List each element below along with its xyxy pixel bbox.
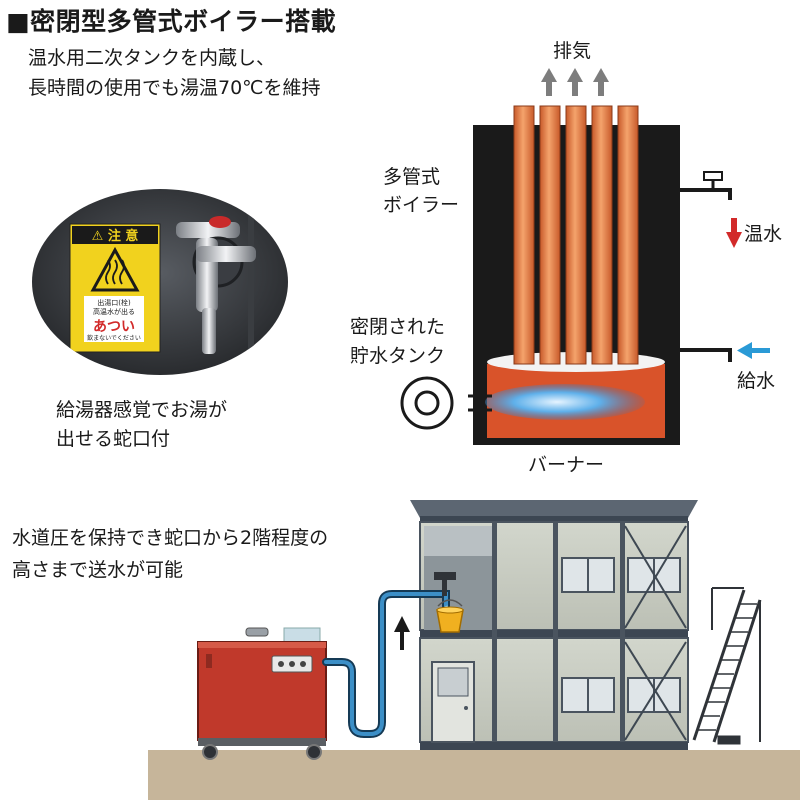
feed-water-pipe	[680, 348, 732, 362]
faucet-caption-1: 給湯器感覚でお湯が	[56, 399, 228, 421]
faucet-icon	[176, 216, 256, 354]
exhaust-arrow-icon	[541, 68, 557, 96]
wheel-icon	[202, 744, 218, 760]
feed-water-arrow-icon	[737, 342, 770, 359]
sticker-line-1: 出湯口	[97, 298, 118, 307]
exhaust-arrow-icon	[567, 68, 583, 96]
boiler-tubes	[513, 105, 639, 365]
supply-scene	[148, 500, 800, 800]
ground	[148, 750, 800, 800]
faucet-caption-2: 出せる蛇口付	[56, 428, 171, 450]
intro-line-2: 長時間の使用でも湯温70℃を維持	[28, 77, 321, 99]
feed-water-label: 給水	[737, 370, 776, 392]
sticker-hot-text: あつい	[93, 319, 135, 335]
svg-text:出湯口(栓): 出湯口(栓)	[97, 298, 131, 307]
hot-water-label: 温水	[744, 223, 783, 245]
hot-water-pipe	[680, 188, 732, 200]
page-title: ■密閉型多管式ボイラー搭載	[6, 7, 337, 36]
sticker-line-3: 飲まないでください	[87, 334, 141, 342]
caution-header: ⚠ 注 意	[92, 228, 139, 244]
intro-line-1: 温水用二次タンクを内蔵し、	[28, 47, 276, 69]
prefab-building	[410, 500, 698, 750]
caution-sticker: ⚠ 注 意 出湯口(栓) 高温水が出る あつい 飲まないでください	[69, 223, 161, 353]
water-heater-unit	[197, 627, 327, 760]
multitube-boiler-label-2: ボイラー	[383, 194, 460, 216]
supply-caption-2: 高さまで送水が可能	[12, 559, 184, 581]
sticker-tag: (栓)	[118, 298, 131, 307]
hot-water-arrow-icon	[726, 218, 742, 248]
upward-flow-arrow-icon	[394, 616, 410, 650]
sealed-tank-label-1: 密閉された	[350, 316, 446, 338]
outdoor-stairs	[692, 587, 762, 745]
multitube-boiler-label-1: 多管式	[383, 166, 441, 188]
burner-label: バーナー	[528, 454, 605, 476]
exhaust-label: 排気	[553, 40, 592, 62]
exhaust-arrows	[541, 68, 609, 96]
boiler-diagram	[400, 68, 770, 445]
outlet-valve-icon	[703, 171, 723, 181]
hot-surface-warning-icon	[90, 246, 140, 292]
sealed-tank-label-2: 貯水タンク	[350, 345, 446, 367]
bucket-icon	[436, 599, 464, 633]
exhaust-arrow-icon	[593, 68, 609, 96]
burner-flame	[485, 384, 645, 420]
sticker-line-2: 高温水が出る	[93, 307, 135, 316]
faucet-photo: ⚠ 注 意 出湯口(栓) 高温水が出る あつい 飲まないでください	[32, 189, 288, 375]
supply-caption-1: 水道圧を保持でき蛇口から2階程度の	[12, 527, 329, 549]
wheel-icon	[306, 744, 322, 760]
